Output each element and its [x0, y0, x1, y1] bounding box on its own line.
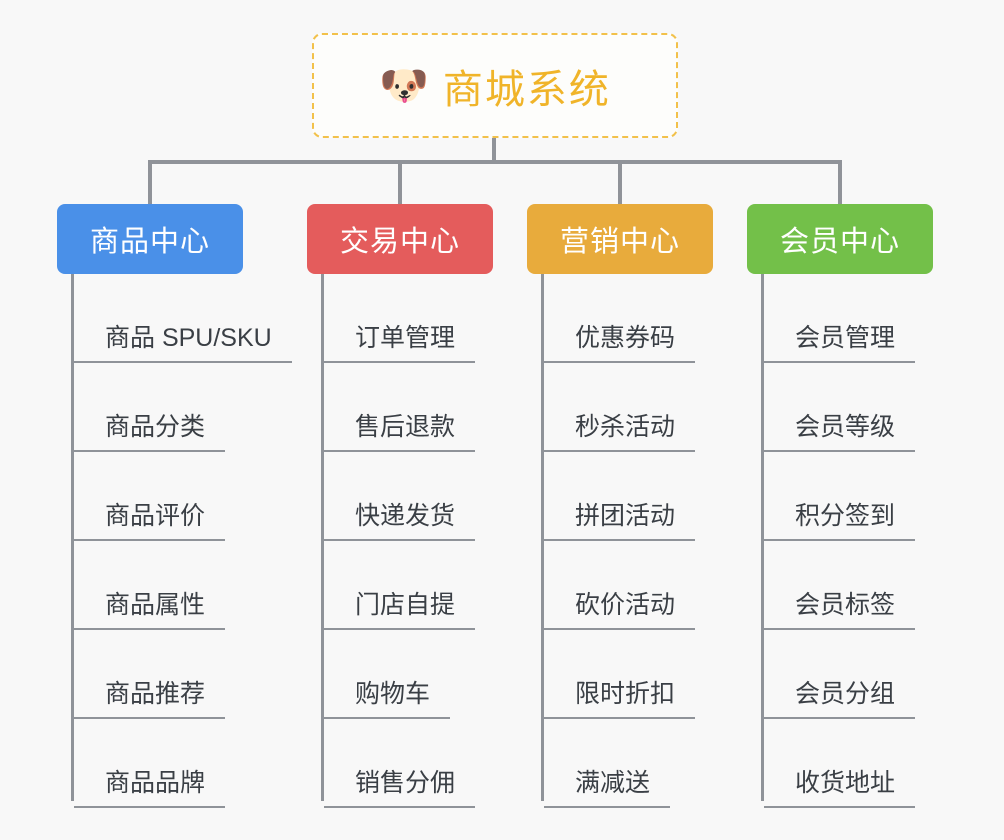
- list-item-label: 会员分组: [764, 682, 916, 719]
- list-item-label: 优惠券码: [544, 326, 696, 363]
- category-title: 营销中心: [559, 226, 680, 258]
- list-item-label: 秒杀活动: [544, 415, 696, 452]
- list-item[interactable]: 砍价活动: [541, 541, 696, 630]
- category-box-product-center[interactable]: 商品中心: [57, 204, 243, 274]
- column-spine: [761, 274, 764, 801]
- column-spine: [321, 274, 324, 801]
- column-spine: [71, 274, 74, 801]
- connector-branch-member-center: [838, 160, 842, 205]
- item-column-member-center: 会员管理会员等级积分签到会员标签会员分组收货地址: [761, 274, 916, 808]
- list-item[interactable]: 售后退款: [321, 363, 476, 452]
- list-item-label: 商品属性: [74, 593, 226, 630]
- category-title: 会员中心: [779, 226, 900, 258]
- list-item-label: 积分签到: [764, 504, 916, 541]
- column-spine: [541, 274, 544, 801]
- list-item-label: 限时折扣: [544, 682, 696, 719]
- list-item[interactable]: 购物车: [321, 630, 475, 719]
- category-title: 交易中心: [339, 226, 460, 258]
- list-item-label: 售后退款: [324, 415, 476, 452]
- list-item[interactable]: 门店自提: [321, 541, 476, 630]
- connector-branch-marketing-center: [618, 160, 622, 205]
- list-item[interactable]: 秒杀活动: [541, 363, 696, 452]
- list-item-label: 商品评价: [74, 504, 226, 541]
- item-column-product-center: 商品 SPU/SKU 商品分类商品评价商品属性商品推荐商品品牌: [71, 274, 292, 808]
- list-item[interactable]: 拼团活动: [541, 452, 696, 541]
- connector-branch-product-center: [148, 160, 152, 205]
- list-item-label: 购物车: [324, 682, 451, 719]
- list-item-label: 砍价活动: [544, 593, 696, 630]
- list-item-label: 收货地址: [764, 771, 916, 808]
- list-item[interactable]: 快递发货: [321, 452, 476, 541]
- category-box-trade-center[interactable]: 交易中心: [307, 204, 493, 274]
- list-item[interactable]: 满减送: [541, 719, 695, 808]
- list-item[interactable]: 收货地址: [761, 719, 916, 808]
- list-item[interactable]: 积分签到: [761, 452, 916, 541]
- list-item[interactable]: 商品 SPU/SKU: [71, 274, 292, 363]
- list-item-label: 拼团活动: [544, 504, 696, 541]
- list-item[interactable]: 优惠券码: [541, 274, 696, 363]
- list-item-label: 商品 SPU/SKU: [74, 326, 292, 363]
- list-item-label: 快递发货: [324, 504, 476, 541]
- list-item[interactable]: 订单管理: [321, 274, 476, 363]
- list-item-label: 会员标签: [764, 593, 916, 630]
- connector-branch-trade-center: [398, 160, 402, 205]
- list-item-label: 订单管理: [324, 326, 476, 363]
- list-item-label: 会员管理: [764, 326, 916, 363]
- list-item-label: 商品推荐: [74, 682, 226, 719]
- item-column-marketing-center: 优惠券码秒杀活动拼团活动砍价活动限时折扣满减送: [541, 274, 696, 808]
- list-item-label: 商品分类: [74, 415, 226, 452]
- list-item-label: 满减送: [544, 771, 671, 808]
- category-title: 商品中心: [89, 226, 210, 258]
- list-item[interactable]: 商品属性: [71, 541, 292, 630]
- list-item[interactable]: 商品推荐: [71, 630, 292, 719]
- list-item[interactable]: 商品评价: [71, 452, 292, 541]
- list-item[interactable]: 销售分佣: [321, 719, 476, 808]
- list-item-label: 销售分佣: [324, 771, 476, 808]
- list-item[interactable]: 商品品牌: [71, 719, 292, 808]
- dog-face-icon: 🐶: [379, 63, 429, 108]
- list-item[interactable]: 商品分类: [71, 363, 292, 452]
- list-item[interactable]: 会员管理: [761, 274, 916, 363]
- category-box-member-center[interactable]: 会员中心: [747, 204, 933, 274]
- list-item[interactable]: 会员标签: [761, 541, 916, 630]
- list-item[interactable]: 会员等级: [761, 363, 916, 452]
- connector-horizontal-bus: [150, 160, 839, 164]
- connector-root-stem: [492, 138, 496, 163]
- root-node[interactable]: 🐶 商城系统: [312, 33, 678, 138]
- root-title: 商城系统: [442, 67, 611, 112]
- list-item-label: 会员等级: [764, 415, 916, 452]
- category-box-marketing-center[interactable]: 营销中心: [527, 204, 713, 274]
- list-item[interactable]: 限时折扣: [541, 630, 696, 719]
- item-column-trade-center: 订单管理售后退款快递发货门店自提购物车销售分佣: [321, 274, 476, 808]
- list-item-label: 商品品牌: [74, 771, 226, 808]
- list-item-label: 门店自提: [324, 593, 476, 630]
- list-item[interactable]: 会员分组: [761, 630, 916, 719]
